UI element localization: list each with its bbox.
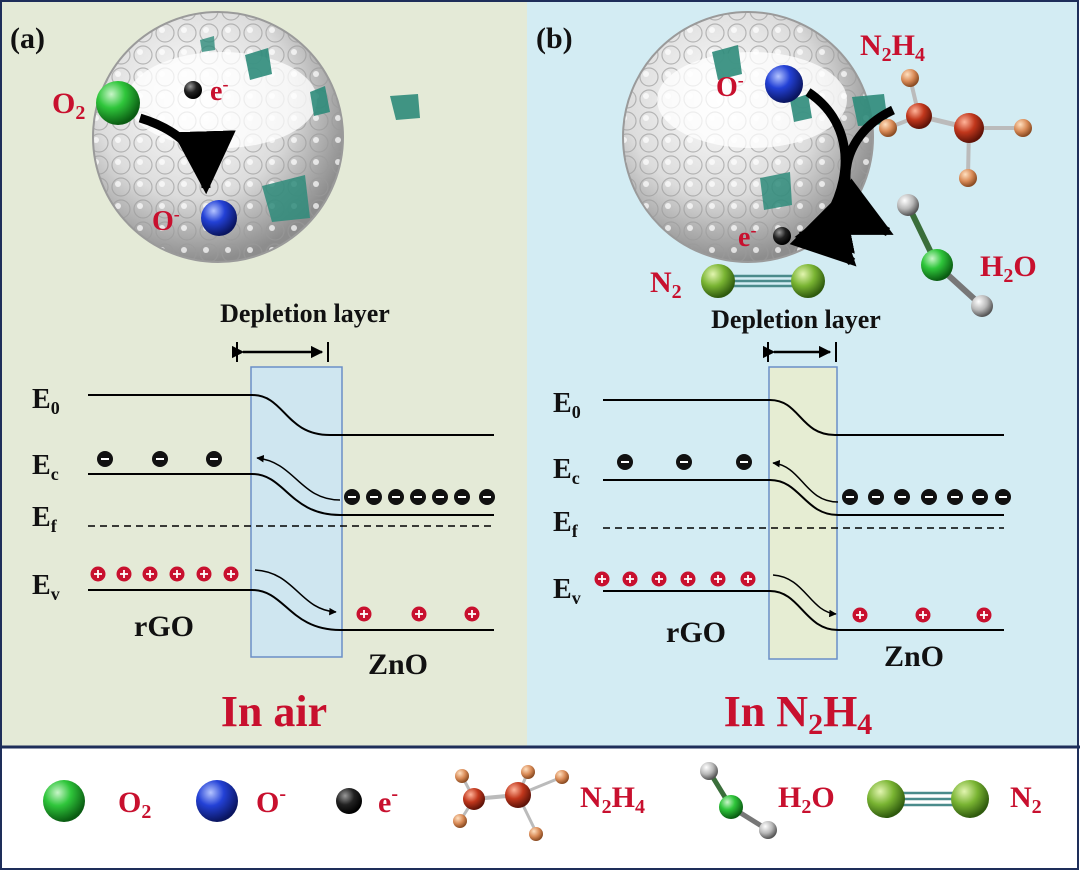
electron-charges-rgo-b xyxy=(617,454,752,470)
h2o-molecule-icon xyxy=(897,194,993,317)
legend-n2h4-icon xyxy=(453,765,569,841)
vacuum-level-line xyxy=(88,394,494,436)
valence-band-line xyxy=(603,590,1004,631)
conduction-band-line xyxy=(88,473,494,516)
legend-h2o-label: H2O xyxy=(778,781,835,818)
depletion-layer-label-a: Depletion layer xyxy=(220,299,390,328)
material-label-zno-b: ZnO xyxy=(884,640,944,673)
o2-molecule-icon xyxy=(96,81,140,125)
rgo-sheet-shape xyxy=(310,86,330,116)
panel-b: (b) O- e- N2H4 xyxy=(536,11,1037,741)
condition-caption-b: In N2H4 xyxy=(724,687,873,741)
electron-icon xyxy=(773,227,791,245)
condition-caption-a: In air xyxy=(221,687,327,736)
depletion-region-a xyxy=(250,366,343,658)
vacuum-level-line xyxy=(603,399,1004,436)
valence-band-line xyxy=(88,589,494,631)
n2h4-molecule-icon xyxy=(879,69,1032,187)
material-label-zno-a: ZnO xyxy=(368,648,428,681)
o-minus-ion-icon xyxy=(765,65,803,103)
electron-flow-arrow xyxy=(772,459,839,503)
rgo-sheet-shape xyxy=(262,175,310,222)
electron-charges-rgo-a xyxy=(97,451,222,467)
legend-n2-label: N2 xyxy=(1010,781,1042,818)
legend-electron-icon xyxy=(336,788,362,814)
n2h4-label-b: N2H4 xyxy=(860,29,925,66)
legend-n2-icon xyxy=(867,780,989,818)
electron-charges-zno-b xyxy=(842,489,1011,505)
electron-charges-zno-a xyxy=(344,489,495,505)
rgo-sheet-shape xyxy=(390,94,420,120)
level-label-ec-a: Ec xyxy=(32,450,59,484)
panel-b-label: (b) xyxy=(536,22,573,55)
legend-o2-icon xyxy=(43,780,85,822)
legend-o-minus-icon xyxy=(196,780,238,822)
rgo-sheet-shape xyxy=(790,94,812,122)
legend-electron-label: e- xyxy=(378,783,398,819)
rgo-sheet-shape xyxy=(712,45,742,80)
plus-signs-b xyxy=(598,575,988,619)
material-label-rgo-a: rGO xyxy=(134,610,194,643)
rgo-sheet-shape xyxy=(760,172,792,210)
h2o-label-b: H2O xyxy=(980,250,1037,287)
legend-o-minus-label: O- xyxy=(256,783,286,819)
hole-charges-rgo-a xyxy=(90,566,239,582)
panel-a: (a) O2 e- O- Depletion layer E0 Ec xyxy=(10,11,495,736)
hole-flow-arrow xyxy=(772,574,837,618)
o-minus-ion-icon xyxy=(201,200,237,236)
o2-label-a: O2 xyxy=(52,87,85,124)
electron-release-arrow xyxy=(794,198,855,254)
legend-n2h4-label: N2H4 xyxy=(580,781,645,818)
conduction-band-line xyxy=(603,479,1004,516)
electron-flow-arrow xyxy=(256,454,341,501)
adsorption-arrow xyxy=(138,113,236,195)
n2-molecule-icon xyxy=(701,264,825,298)
plus-signs-a xyxy=(94,570,476,618)
legend: O2 O- e- N2H4 H2O xyxy=(43,762,1042,841)
depletion-layer-label-b: Depletion layer xyxy=(711,305,881,334)
rgo-sheet-shape xyxy=(200,36,215,52)
legend-h2o-icon xyxy=(700,762,777,839)
electron-icon xyxy=(184,81,202,99)
legend-o2-label: O2 xyxy=(118,786,151,823)
rgo-sheet-shape xyxy=(245,48,272,80)
panel-a-label: (a) xyxy=(10,22,45,55)
material-label-rgo-b: rGO xyxy=(666,616,726,649)
hole-flow-arrow xyxy=(254,569,337,616)
